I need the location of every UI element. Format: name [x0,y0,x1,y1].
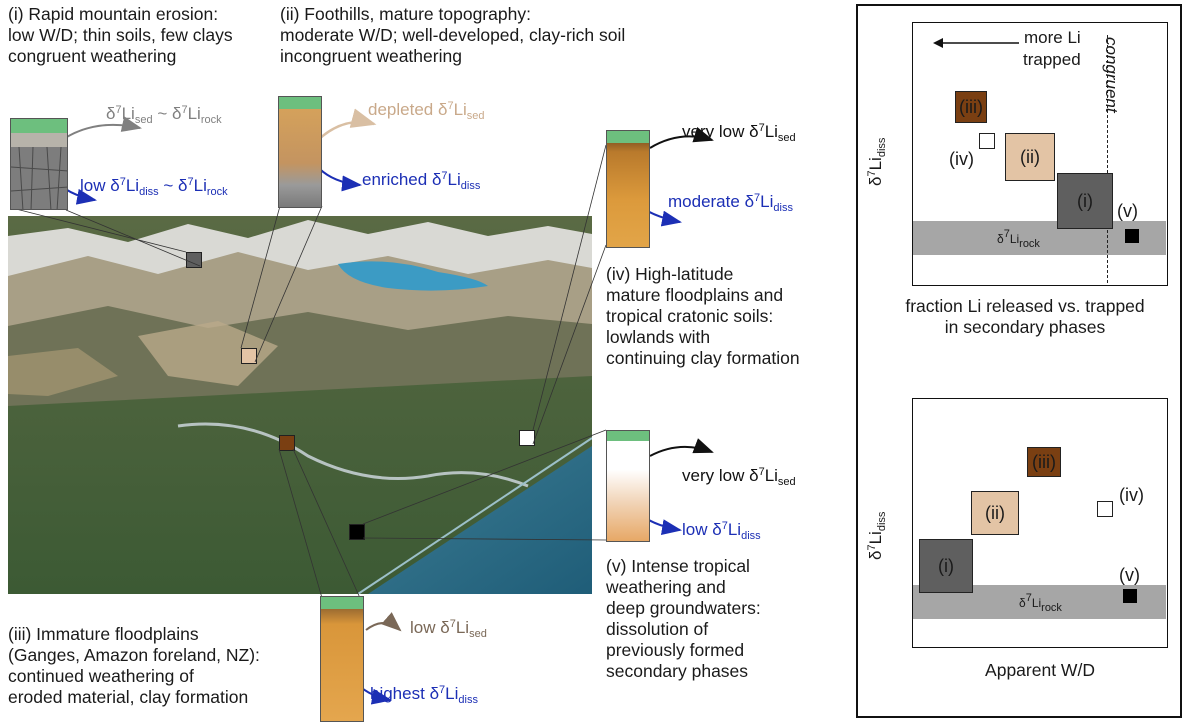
top-plot-ylabel: δ7Lidiss [866,137,888,186]
marker-iv [519,430,535,446]
bottom-label-iv: (iv) [1119,485,1144,505]
caption-i: (i) Rapid mountain erosion: low W/D; thi… [8,4,233,66]
bottom-plot-ylabel: δ7Lidiss [866,511,888,560]
top-sq-i: (i) [1057,173,1113,229]
marker-v [349,524,365,540]
bottom-sq-iii: (iii) [1027,447,1061,477]
bottom-sq-ii: (ii) [971,491,1019,535]
label-ii-sed: depleted δ7Lised [368,100,485,122]
congruent-label: congruent [1102,37,1121,113]
caption-iii: (iii) Immature floodplains (Ganges, Amaz… [8,624,260,707]
top-plot-caption: fraction Li released vs. trapped in seco… [905,296,1145,337]
label-i-diss: low δ7Lidiss ~ δ7Lirock [80,176,228,198]
soil-column-i [10,118,68,210]
marker-ii [241,348,257,364]
top-sq-v [1125,229,1139,243]
soil-column-ii [278,96,322,208]
right-panel-frame [856,4,1182,718]
top-label-v: (v) [1117,201,1138,221]
bottom-plot-rock-band-label: δ7Lirock [1019,592,1062,614]
bottom-sq-i: (i) [919,539,973,593]
top-plot-axes: δ7Lirock congruent more Li trapped (iii)… [912,22,1168,286]
top-sq-iv [979,133,995,149]
bottom-plot-axes: δ7Lirock (iii) (ii) (iv) (i) (v) [912,398,1168,648]
top-sq-ii: (ii) [1005,133,1055,181]
more-li-arrow [933,38,1019,48]
caption-ii: (ii) Foothills, mature topography: moder… [280,4,626,66]
label-iv-diss: moderate δ7Lidiss [668,192,793,214]
soil-column-v [606,430,650,542]
label-iii-sed: low δ7Lised [410,618,487,640]
label-iv-sed: very low δ7Lised [682,122,796,144]
marker-iii [279,435,295,451]
top-label-iv: (iv) [949,149,974,169]
label-i-sed: δ7Lised ~ δ7Lirock [106,104,222,126]
landscape-image [8,216,593,595]
soil-column-iv [606,130,650,248]
label-v-sed: very low δ7Lised [682,466,796,488]
label-ii-diss: enriched δ7Lidiss [362,170,481,192]
label-v-diss: low δ7Lidiss [682,520,761,542]
more-li-trapped-label: more Li trapped [1023,28,1081,69]
label-iii-diss: highest δ7Lidiss [370,684,478,706]
bottom-sq-iv [1097,501,1113,517]
caption-v: (v) Intense tropical weathering and deep… [606,556,761,681]
top-plot-rock-band-label: δ7Lirock [997,228,1040,250]
soil-column-iii [320,596,364,722]
bottom-sq-v [1123,589,1137,603]
congruent-dashed-line [1107,35,1108,283]
top-sq-iii: (iii) [955,91,987,123]
bottom-label-v: (v) [1119,565,1140,585]
caption-iv: (iv) High-latitude mature floodplains an… [606,264,800,368]
top-plot-rock-band [913,221,1166,255]
bottom-plot-xlabel: Apparent W/D [985,660,1095,680]
